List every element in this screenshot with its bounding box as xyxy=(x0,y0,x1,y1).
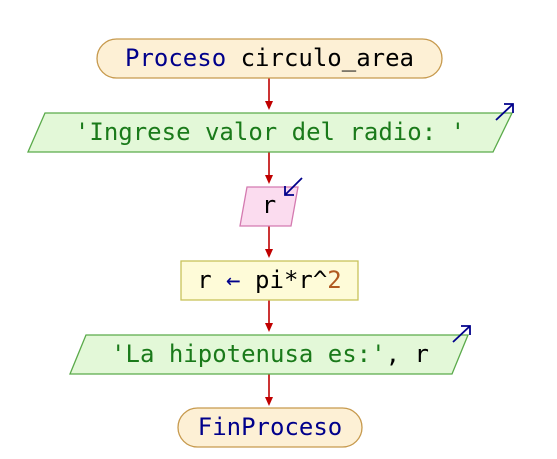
start-keyword: Proceso xyxy=(125,44,226,72)
start-space xyxy=(226,44,240,72)
output-prompt-text: 'Ingrese valor del radio: ' xyxy=(75,118,465,146)
assign-exponent: 2 xyxy=(327,266,341,294)
end-keyword: FinProceso xyxy=(198,413,343,441)
result-string: 'La hipotenusa es:' xyxy=(111,340,386,368)
result-separator: , xyxy=(386,340,400,368)
input-block: r xyxy=(239,177,303,227)
input-shape xyxy=(239,186,299,227)
assignment-shape xyxy=(180,260,359,301)
output-result-text: 'La hipotenusa es:', r xyxy=(111,340,429,368)
output-prompt-shape xyxy=(27,112,514,153)
result-variable: r xyxy=(415,340,429,368)
start-terminal-text: Proceso circulo_area xyxy=(125,44,414,72)
start-terminal-shape xyxy=(96,38,443,79)
output-result-block: 'La hipotenusa es:', r xyxy=(69,325,471,375)
assign-target: r xyxy=(197,266,211,294)
output-arrow-icon xyxy=(452,325,471,343)
end-terminal-shape xyxy=(177,407,363,448)
assign-arrow: ← xyxy=(226,266,240,294)
assignment-text: r ← pi*r^2 xyxy=(197,266,342,294)
output-arrow-icon xyxy=(495,103,514,121)
assignment-block: r ← pi*r^2 xyxy=(180,260,359,301)
input-variable-text: r xyxy=(262,191,276,219)
assign-expression: pi*r^ xyxy=(255,266,327,294)
start-terminal: Proceso circulo_area xyxy=(96,38,443,79)
input-arrow-icon xyxy=(284,177,303,196)
end-terminal: FinProceso xyxy=(177,407,363,448)
process-name: circulo_area xyxy=(241,44,414,72)
output-result-shape xyxy=(69,334,469,375)
output-prompt-block: 'Ingrese valor del radio: ' xyxy=(27,103,514,153)
